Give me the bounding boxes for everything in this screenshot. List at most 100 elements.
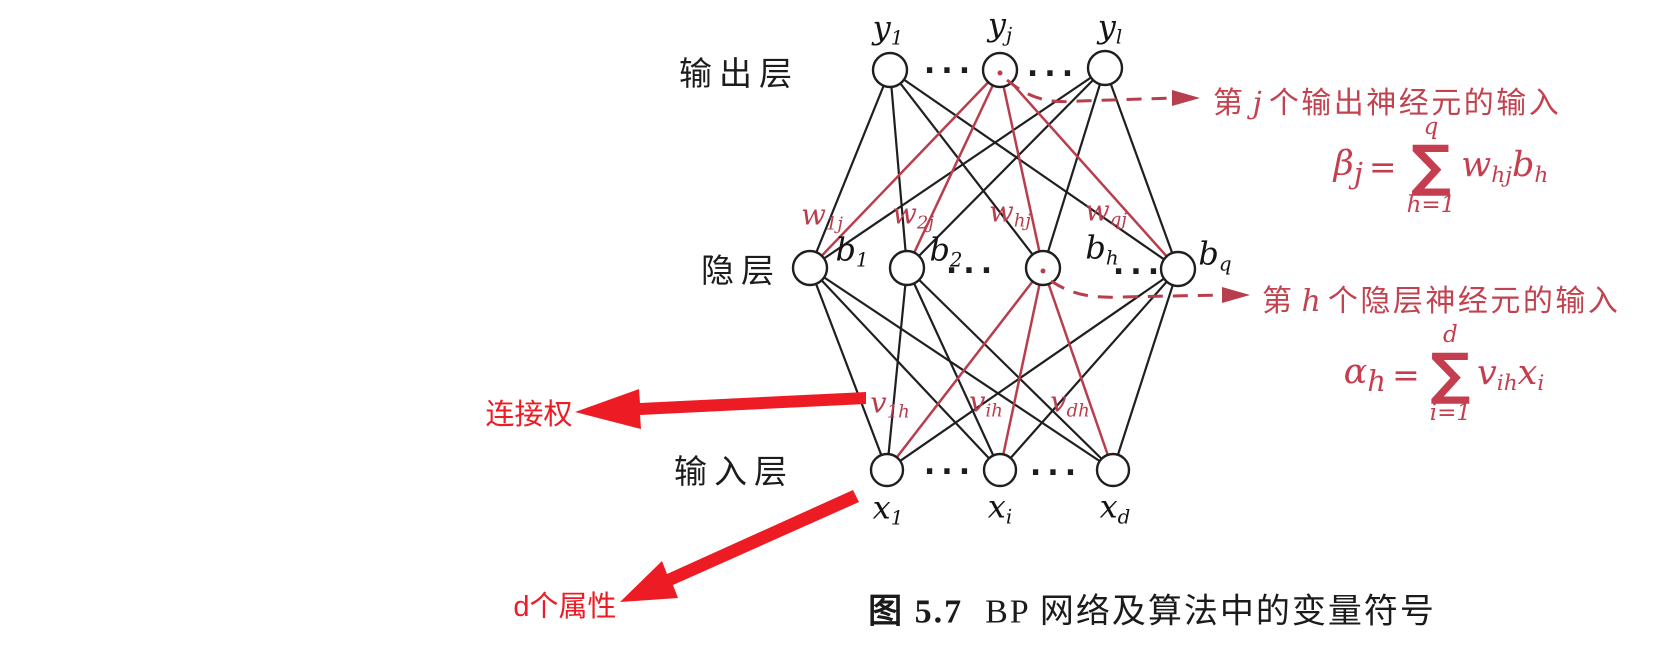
weight-label-vih: vih — [969, 384, 1003, 421]
node-yl — [1086, 49, 1124, 87]
formula-var: β — [1333, 144, 1354, 184]
sum-upper-limit: d — [1442, 322, 1458, 349]
label-main: x — [872, 488, 891, 527]
node-b2 — [888, 249, 926, 287]
term-sub: h — [1534, 163, 1549, 189]
d-attributes-label: d个属性 — [513, 591, 617, 623]
formula-terms: whjbh — [1461, 145, 1548, 188]
label-sub: qj — [1109, 209, 1127, 231]
figure-number: 图 5.7 — [868, 593, 964, 631]
formula-var: α — [1343, 352, 1368, 392]
label-main: v — [1050, 384, 1067, 419]
formula-lhs: αh — [1344, 352, 1386, 398]
label-main: v — [870, 385, 887, 420]
dashed-arrow-hidden-callout — [1050, 279, 1224, 299]
dashed-arrow-output-callout — [1006, 78, 1174, 104]
figure-title: BP 网络及算法中的变量符号 — [985, 593, 1436, 631]
label-main: y — [1097, 7, 1116, 46]
label-sub: 1h — [886, 401, 910, 423]
term-var: w — [1461, 145, 1492, 186]
node-xi — [982, 452, 1018, 488]
node-label-yl: yl — [1098, 8, 1122, 49]
label-sub: 1 — [890, 26, 904, 50]
input-layer-label: 输入层 — [674, 455, 794, 491]
formula-lhs: βj — [1334, 144, 1363, 190]
node-xd — [1095, 452, 1131, 488]
label-main: b — [929, 230, 950, 269]
node-label-xi: xi — [988, 488, 1012, 529]
alpha-formula: αh = d ∑ i=1 vihxi — [1344, 322, 1545, 427]
label-sub: h — [1105, 246, 1119, 270]
sigma-symbol: ∑ — [1430, 342, 1471, 408]
annotation-post: 个隐层神经元的输入 — [1327, 285, 1621, 318]
label-sub: i — [1005, 505, 1013, 529]
ellipsis: ··· — [1026, 56, 1080, 92]
label-sub: q — [1218, 252, 1232, 276]
weight-label-wqj: wqj — [1085, 193, 1127, 230]
label-sub: j — [1005, 23, 1013, 47]
label-sub: hj — [1013, 210, 1031, 232]
connection-weight-arrow — [575, 389, 866, 429]
label-sub: 2j — [916, 212, 934, 234]
node-b1 — [791, 249, 829, 287]
term-sub: hj — [1491, 163, 1512, 189]
node-label-yj: yj — [988, 6, 1012, 47]
label-sub: 2 — [949, 248, 963, 272]
label-sub: ih — [985, 400, 1003, 422]
label-main: y — [872, 8, 891, 47]
label-sub: 1 — [890, 506, 904, 530]
node-label-xd: xd — [1100, 488, 1131, 529]
figure-caption: 图 5.7 BP 网络及算法中的变量符号 — [868, 584, 1436, 633]
weight-label-vdh: vdh — [1050, 384, 1089, 421]
output-layer-label: 输出层 — [679, 57, 799, 93]
node-x1 — [869, 452, 905, 488]
term-var: v — [1476, 353, 1497, 394]
ellipsis: ··· — [945, 253, 999, 289]
formula-var-sub: h — [1367, 364, 1387, 398]
label-main: w — [989, 194, 1014, 229]
label-main: b — [1085, 228, 1106, 267]
label-main: b — [1198, 234, 1219, 273]
node-label-bh: bh — [1085, 229, 1118, 270]
formula-var-sub: j — [1353, 156, 1363, 190]
equals-sign: = — [1368, 147, 1397, 187]
label-sub: dh — [1066, 400, 1090, 422]
annotation-var: j — [1252, 86, 1262, 121]
connection-weight-label: 连接权 — [485, 399, 573, 431]
label-sub: d — [1117, 505, 1131, 529]
sigma-symbol: ∑ — [1410, 134, 1452, 200]
term-var: x — [1517, 353, 1538, 394]
weight-label-w2j: w2j — [892, 196, 934, 233]
node-bh — [1024, 249, 1062, 287]
sum-lower-limit: i=1 — [1429, 400, 1471, 427]
summation: q ∑ h=1 — [1407, 114, 1456, 219]
node-y1 — [871, 51, 909, 89]
beta-formula: βj = q ∑ h=1 whjbh — [1334, 114, 1549, 219]
node-label-b2: b2 — [929, 231, 962, 272]
weight-label-v1h: v1h — [870, 385, 909, 422]
sum-upper-limit: q — [1423, 114, 1439, 141]
label-main: w — [892, 196, 917, 231]
node-yj — [981, 51, 1019, 89]
equals-sign: = — [1392, 355, 1420, 395]
node-label-b1: b1 — [835, 231, 868, 272]
node-label-bq: bq — [1198, 235, 1231, 276]
ellipsis: ··· — [1029, 455, 1083, 491]
weight-label-whj: whj — [989, 194, 1031, 231]
black-edges — [808, 67, 1180, 471]
term-sub: ih — [1496, 371, 1518, 397]
term-sub: i — [1537, 371, 1545, 397]
weight-label-w1j: w1j — [801, 197, 843, 234]
d-attributes-arrow — [620, 490, 859, 602]
annotation-pre: 第 — [1262, 285, 1295, 318]
annotation-post: 个输出神经元的输入 — [1268, 87, 1562, 120]
label-main: b — [835, 230, 856, 269]
summation: d ∑ i=1 — [1429, 322, 1471, 427]
label-main: y — [987, 5, 1006, 44]
dashed-arrowhead-output — [1172, 90, 1200, 106]
term-var: b — [1511, 145, 1535, 186]
ellipsis: ··· — [923, 53, 977, 89]
